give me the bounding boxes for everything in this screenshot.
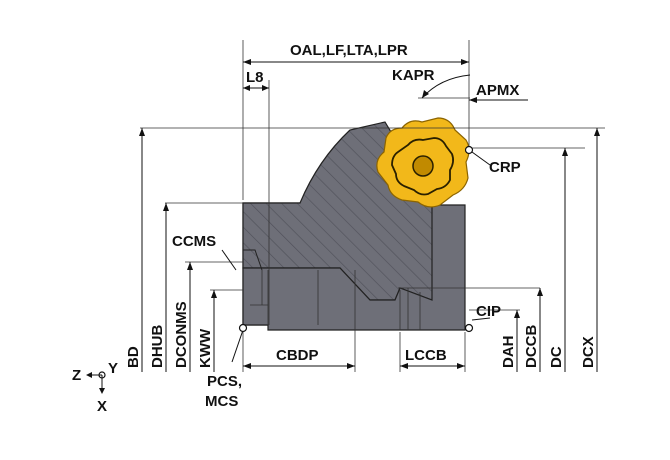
label-kww: KWW [197, 328, 214, 368]
insert-hole [412, 155, 434, 177]
label-dcx: DCX [580, 336, 597, 368]
label-dconms: DCONMS [173, 301, 190, 368]
label-kapr: KAPR [392, 67, 435, 84]
dimension-lines [139, 59, 600, 372]
body-detail-cut [242, 249, 263, 271]
label-axis-z: Z [72, 367, 81, 384]
label-axis-y: Y [108, 360, 118, 377]
label-dc: DC [548, 346, 565, 368]
cutting-insert [376, 117, 470, 208]
label-bd: BD [125, 346, 142, 368]
insert-inner-ring [391, 137, 455, 196]
label-dah: DAH [500, 336, 517, 369]
label-oal: OAL,LF,LTA,LPR [290, 42, 408, 59]
pcs-point [238, 323, 248, 333]
crp-point [464, 145, 474, 155]
extension-lines [140, 40, 605, 372]
axis-indicator [86, 372, 105, 394]
cip-point [464, 323, 474, 333]
label-crp: CRP [489, 159, 521, 176]
label-cbdp: CBDP [276, 347, 319, 364]
label-ccms: CCMS [172, 233, 216, 250]
label-dhub: DHUB [149, 325, 166, 368]
label-dccb: DCCB [523, 325, 540, 368]
label-mcs: MCS [205, 393, 238, 410]
label-pcs: PCS, [207, 373, 242, 390]
label-cip: CIP [476, 303, 501, 320]
body-detail-lines [250, 270, 421, 330]
label-l8: L8 [246, 69, 264, 86]
label-lccb: LCCB [405, 347, 447, 364]
label-apmx: APMX [476, 82, 519, 99]
label-axis-x: X [97, 398, 107, 415]
